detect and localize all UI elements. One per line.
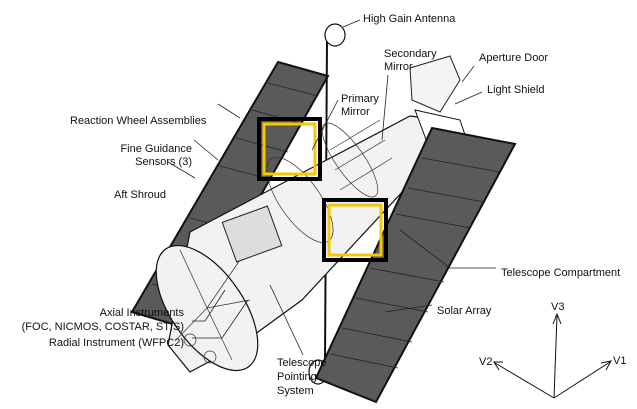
label-primary-mirror-2: Mirror xyxy=(341,106,370,118)
label-reaction-wheel: Reaction Wheel Assemblies xyxy=(70,115,207,127)
label-high-gain-antenna: High Gain Antenna xyxy=(363,13,456,25)
label-telescope-compartment: Telescope Compartment xyxy=(501,267,620,279)
axis-label-v1: V1 xyxy=(613,355,626,367)
label-secondary-mirror-1: Secondary xyxy=(384,48,437,60)
highlight-box-fgs xyxy=(257,117,322,181)
axis-label-v2: V2 xyxy=(479,356,492,368)
highlight-box-compartment xyxy=(322,198,388,262)
label-secondary-mirror-2: Mirror xyxy=(384,61,413,73)
axis-label-v3: V3 xyxy=(551,301,564,313)
label-aperture-door: Aperture Door xyxy=(479,52,548,64)
right-solar-array xyxy=(314,126,517,404)
label-aft-shroud: Aft Shroud xyxy=(114,189,166,201)
label-fine-guidance-1: Fine Guidance xyxy=(120,143,192,155)
leader-lines xyxy=(167,19,496,356)
label-radial-instrument: Radial Instrument (WFPC2) xyxy=(49,337,184,349)
axis-indicator: V3 V2 V1 xyxy=(479,301,626,399)
label-axial-instruments-2: (FOC, NICMOS, COSTAR, STIS) xyxy=(22,321,184,333)
label-fine-guidance-2: Sensors (3) xyxy=(135,156,192,168)
label-primary-mirror-1: Primary xyxy=(341,93,379,105)
label-light-shield: Light Shield xyxy=(487,84,545,96)
label-pointing-system-3: System xyxy=(277,385,314,397)
label-solar-array: Solar Array xyxy=(437,305,492,317)
label-axial-instruments-1: Axial Instruments xyxy=(100,307,185,319)
label-pointing-system-1: Telescope xyxy=(277,357,327,369)
label-pointing-system-2: Pointing xyxy=(277,371,317,383)
